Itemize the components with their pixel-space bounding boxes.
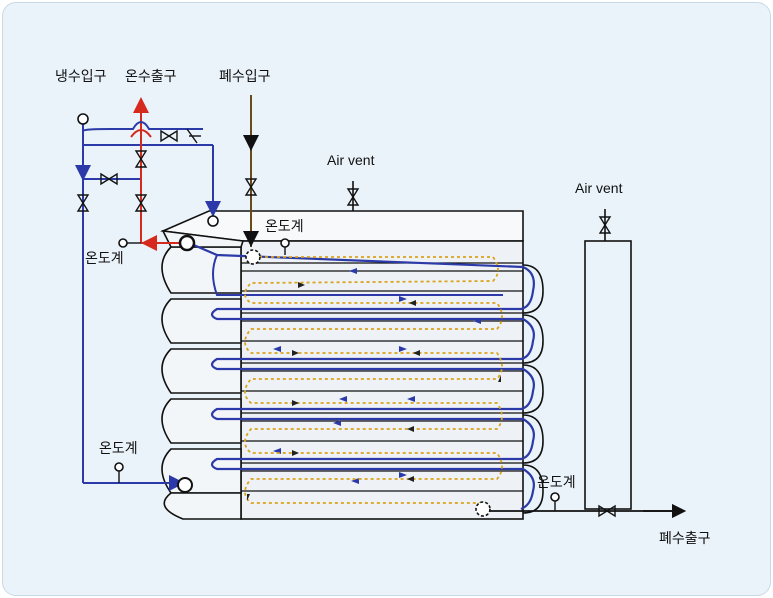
- thermometer-icon: [550, 492, 560, 502]
- cold-inlet-nozzle: [77, 113, 89, 125]
- hot-water-piping: [130, 103, 181, 244]
- label-air-vent-side: Air vent: [575, 180, 623, 196]
- label-thermometer-top: 온도계: [265, 219, 304, 235]
- nozzle-icon: [207, 215, 219, 227]
- left-tube-stack: [161, 230, 245, 520]
- valve-icon: [160, 130, 178, 142]
- label-waste-water-inlet: 폐수입구: [219, 69, 271, 85]
- label-cold-water-inlet: 냉수입구: [55, 69, 107, 85]
- label-hot-water-outlet: 온수출구: [125, 69, 177, 85]
- check-valve-icon: [186, 128, 201, 144]
- exchanger-body: [160, 210, 544, 520]
- label-thermometer-bottom-right: 온도계: [537, 475, 576, 491]
- cold-inlet-port: [177, 477, 193, 493]
- label-thermometer-left-lower: 온도계: [99, 441, 138, 457]
- side-tank: [584, 240, 632, 510]
- thermometer-icon: [280, 238, 290, 248]
- label-air-vent-main: Air vent: [327, 152, 375, 168]
- label-waste-water-outlet: 폐수출구: [659, 531, 711, 547]
- waste-inlet-port: [245, 249, 261, 265]
- thermometer-icon: [114, 462, 124, 472]
- cold-water-serpentine: [188, 241, 535, 511]
- heat-exchanger-diagram: 냉수입구 온수출구 폐수입구 Air vent Air vent 온도계 온도계…: [55, 69, 711, 547]
- label-thermometer-left-upper: 온도계: [85, 251, 124, 267]
- waste-outlet-port: [475, 501, 491, 517]
- waste-water-flow-path: [244, 256, 503, 504]
- hot-outlet-port: [178, 234, 196, 252]
- waste-flow-arrows: [247, 282, 501, 501]
- thermometer-icon: [118, 238, 128, 248]
